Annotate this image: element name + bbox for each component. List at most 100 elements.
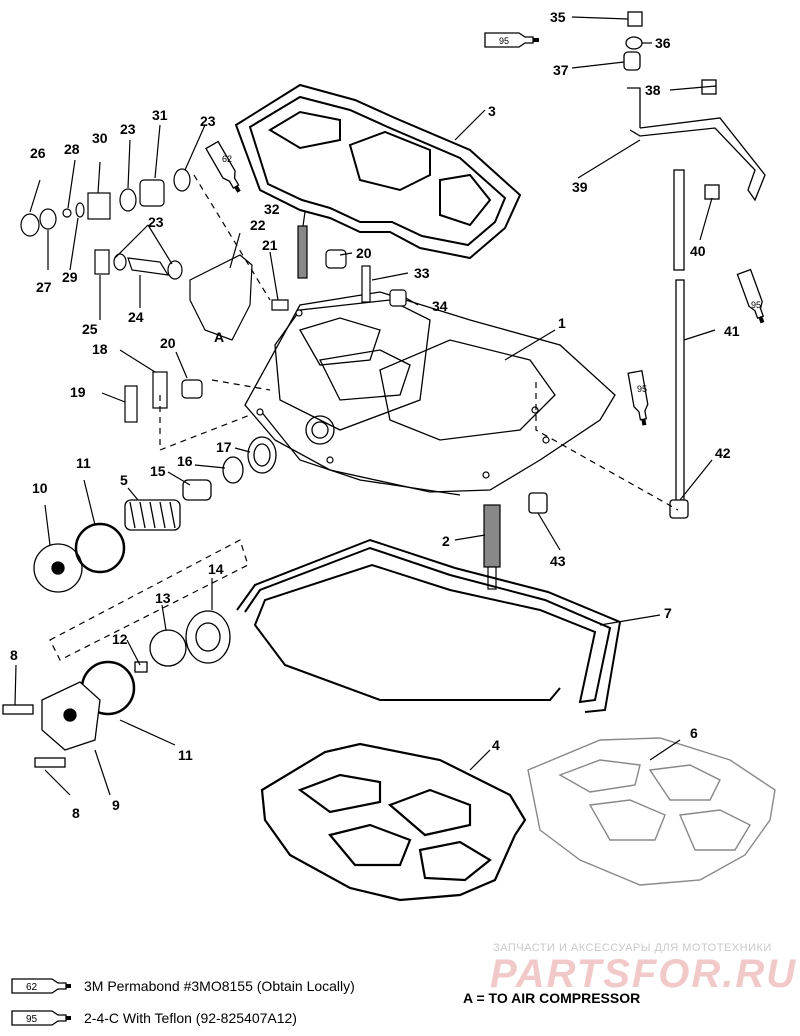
fitting-25 [94,249,110,275]
legend-code-62: 62 [26,982,38,993]
tube-62-icon: 62 [205,140,246,196]
bolt-18 [152,371,168,409]
callout-19: 19 [70,384,86,400]
callout-2: 2 [442,533,450,549]
callout-8a: 8 [10,647,18,663]
legend-code-95: 95 [26,1014,38,1025]
callout-4: 4 [492,737,500,753]
gasket-11-upper [74,522,126,574]
legend-text-62: 3M Permabond #3MO8155 (Obtain Locally) [84,978,355,994]
callout-23a: 23 [120,121,136,137]
svg-text:95: 95 [499,36,509,46]
tube-62-label: 62 [222,154,232,164]
fitting-30 [87,192,111,220]
callout-39: 39 [572,179,588,195]
watermark-tagline: ЗАПЧАСТИ И АКСЕССУАРЫ ДЛЯ МОТОТЕХНИКИ [493,942,772,954]
tube-95-icon-top: 95 [484,32,540,48]
callout-26: 26 [30,145,46,161]
clamp-23c [113,253,127,271]
callout-15: 15 [150,463,166,479]
washer-36 [625,36,643,50]
callout-6: 6 [690,725,698,741]
callout-25: 25 [82,321,98,337]
bushing-42 [669,499,689,519]
callout-20a: 20 [160,335,176,351]
callout-33: 33 [414,265,430,281]
adaptor-plate-holes [256,309,550,479]
callout-23b: 23 [200,113,216,129]
callout-8b: 8 [72,805,80,821]
callout-42: 42 [715,445,731,461]
lockwasher-28 [62,208,72,218]
callout-A: A [214,329,224,345]
callout-43: 43 [550,553,566,569]
legend-row-62: 62 3M Permabond #3MO8155 (Obtain Locally… [10,976,355,996]
callout-13: 13 [155,590,171,606]
adaptor-plate-1 [244,291,616,496]
callout-12: 12 [112,631,128,647]
callout-16: 16 [177,453,193,469]
legend-row-95: 95 2-4-C With Teflon (92-825407A12) [10,1008,297,1028]
callout-32: 32 [264,201,280,217]
tube-95-icon-right: 95 [736,268,770,326]
callout-18: 18 [92,341,108,357]
callout-37: 37 [553,62,569,78]
callout-31: 31 [152,107,168,123]
bushing-37 [623,51,641,71]
elbow-22 [189,254,253,341]
callout-24: 24 [128,309,144,325]
ring-16 [222,456,244,484]
callout-30: 30 [92,130,108,146]
callout-11a: 11 [76,455,91,471]
callout-14: 14 [208,561,224,577]
oring-29 [75,202,85,218]
pump-assembly-lower [2,610,231,768]
callout-36: 36 [655,35,671,51]
tube-95-icon-mid: 95 [627,370,652,428]
callout-41: 41 [724,323,740,339]
washer-27 [39,208,57,230]
callout-17: 17 [216,439,232,455]
fittings-upper-left [20,168,407,423]
callout-5: 5 [120,472,128,488]
clamp-23b [173,168,191,192]
bolt-33 [361,265,371,303]
hose-24 [127,257,170,276]
nut-35 [627,11,643,27]
tube-62-legend-icon: 62 [11,978,71,994]
callout-labels: 1 2 3 4 5 6 7 8 8 9 10 11 11 12 13 14 15… [10,9,740,821]
fitting-19 [124,385,138,423]
svg-text:95: 95 [637,384,647,394]
callout-11b: 11 [178,747,193,763]
tube-95-legend-icon: 95 [11,1010,71,1026]
gasket-3 [234,83,522,260]
gasket-4 [260,742,527,902]
clamp-23a [119,188,137,212]
fitting-21 [271,299,289,311]
pump-kit-box [49,539,249,661]
air-compressor-note: A = TO AIR COMPRESSOR [463,990,641,1006]
callout-23c: 23 [148,214,164,230]
rod-41 [675,279,685,511]
callout-7: 7 [664,605,672,621]
callout-10: 10 [32,480,48,496]
clamp-23d [167,260,183,280]
nut-26 [20,213,40,237]
nut-40 [704,184,720,200]
callout-1: 1 [558,315,566,331]
callout-21: 21 [262,237,278,253]
callout-40: 40 [690,243,706,259]
bushing-43 [528,492,548,514]
callout-38: 38 [645,82,661,98]
seal-7 [236,538,622,713]
diaphragm-13 [149,629,187,667]
bushing-34 [389,289,407,307]
callout-28: 28 [64,141,80,157]
callout-27: 27 [36,279,52,295]
bolt-8-lower [34,757,66,768]
svg-text:95: 95 [751,300,761,310]
bolt-8-upper [2,704,34,715]
watermark-logo: PARTSFOR.RU [490,952,798,996]
pump-assembly-left [33,436,277,593]
